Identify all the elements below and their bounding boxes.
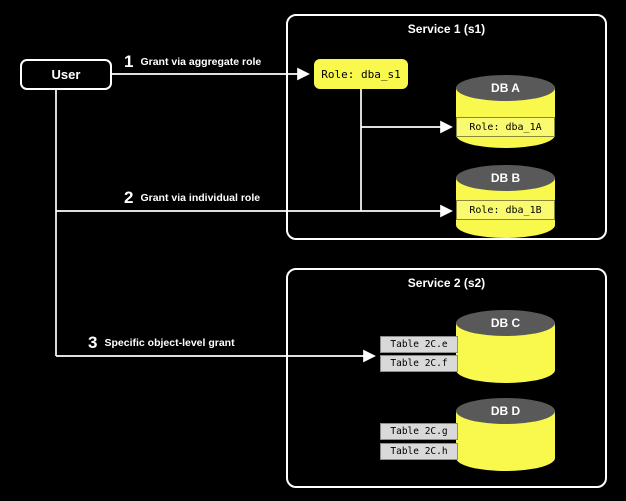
db-c-cylinder-top: DB C [456, 310, 555, 336]
aggregate-role-node: Role: dba_s1 [314, 59, 408, 89]
db-d-table-g: Table 2C.g [380, 423, 458, 440]
db-a-cylinder: DB A [456, 75, 555, 148]
db-d-table-h-text: Table 2C.h [390, 446, 448, 457]
db-d-table-h: Table 2C.h [380, 443, 458, 460]
grant-3-label: 3 Specific object-level grant [88, 334, 235, 351]
service-1-title: Service 1 (s1) [407, 22, 486, 36]
db-d-cylinder: DB D [456, 398, 555, 471]
db-c-table-e-text: Table 2C.e [390, 339, 448, 350]
db-b-role-label: Role: dba_1B [456, 200, 555, 220]
grant-3-number: 3 [88, 333, 98, 352]
db-a-name: DB A [491, 81, 520, 95]
user-label: User [51, 67, 81, 82]
db-b-role-text: Role: dba_1B [469, 204, 542, 216]
db-c-cylinder-bottom [456, 357, 555, 383]
db-a-cylinder-top: DB A [456, 75, 555, 101]
service-2-title: Service 2 (s2) [407, 276, 486, 290]
db-c-table-f: Table 2C.f [380, 355, 458, 372]
grant-2-number: 2 [124, 188, 134, 207]
db-b-cylinder-top: DB B [456, 165, 555, 191]
grant-2-label: 2 Grant via individual role [124, 189, 260, 206]
db-c-table-f-text: Table 2C.f [390, 358, 448, 369]
service-1-container: Service 1 (s1) Role: dba_s1 DB A Role: d… [286, 14, 607, 240]
db-c-cylinder: DB C [456, 310, 555, 383]
db-c-table-e: Table 2C.e [380, 336, 458, 353]
db-b-name: DB B [490, 171, 521, 185]
grant-2-text: Grant via individual role [140, 191, 261, 204]
user-node: User [20, 59, 112, 90]
db-d-table-g-text: Table 2C.g [390, 426, 448, 437]
grant-1-text: Grant via aggregate role [140, 55, 262, 68]
db-d-cylinder-bottom [456, 445, 555, 471]
service-2-container: Service 2 (s2) DB C Table 2C.e Table 2C.… [286, 268, 607, 488]
db-a-role-text: Role: dba_1A [469, 121, 542, 133]
db-a-role-label: Role: dba_1A [456, 117, 555, 137]
grant-3-text: Specific object-level grant [104, 336, 235, 349]
aggregate-role-text: Role: dba_s1 [321, 67, 401, 81]
grant-1-number: 1 [124, 52, 134, 71]
db-d-name: DB D [490, 404, 521, 418]
db-d-cylinder-top: DB D [456, 398, 555, 424]
db-c-name: DB C [490, 316, 521, 330]
grant-1-label: 1 Grant via aggregate role [124, 53, 261, 70]
